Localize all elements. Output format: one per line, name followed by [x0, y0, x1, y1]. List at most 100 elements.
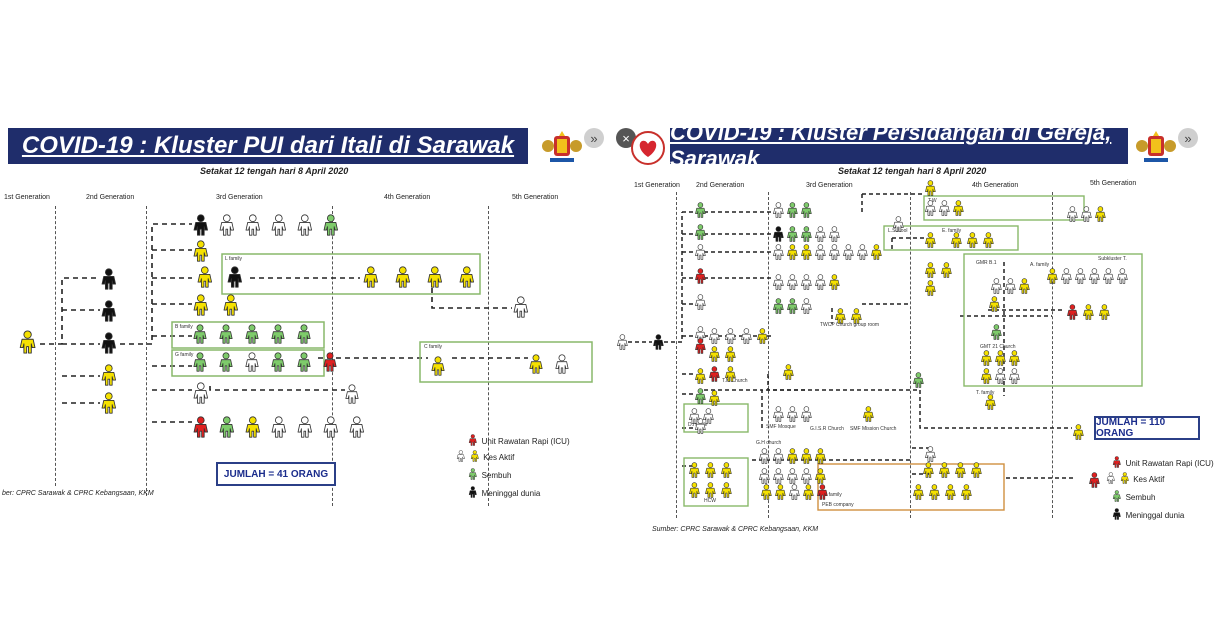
pui-person-icon: [842, 244, 855, 265]
left-cluster-panel: COVID-19 : Kluster PUI dari Itali di Sar…: [0, 128, 604, 518]
pui-person-icon: [758, 468, 771, 489]
active-case-person-icon: [362, 266, 380, 293]
pui-person-icon: [1066, 206, 1079, 227]
b-family-box: [171, 321, 325, 349]
pui-person-icon: [800, 298, 813, 319]
chevron-double-right-icon[interactable]: »: [1178, 128, 1198, 148]
legend-icu: Unit Rawatan Rapi (ICU): [468, 434, 570, 448]
active-case-person-icon: [982, 232, 995, 253]
active-case-person-icon: [970, 462, 983, 483]
deceased-person-icon: [772, 226, 785, 247]
active-case-person-icon: [782, 364, 795, 385]
active-case-person-icon: [950, 232, 963, 253]
legend-active: Kes Aktif: [456, 450, 514, 464]
smf-mosque-label: SMF Mosque: [766, 424, 796, 430]
subcluster-t-box: [963, 253, 1143, 387]
pui-person-icon: [694, 244, 707, 265]
pui-person-icon: [828, 226, 841, 247]
active-case-person-icon: [814, 448, 827, 469]
active-case-person-icon: [980, 368, 993, 389]
pui-person-icon: [800, 406, 813, 427]
deceased-person-icon: [100, 300, 118, 327]
active-case-person-icon: [528, 354, 544, 379]
recovered-person-icon: [786, 202, 799, 223]
pui-person-icon: [938, 200, 951, 221]
pui-person-icon: [456, 450, 466, 464]
peb-company-label: PEB company: [822, 502, 854, 508]
pui-person-icon: [512, 296, 530, 323]
active-case-person-icon: [708, 390, 721, 411]
active-case-person-icon: [952, 200, 965, 221]
pui-person-icon: [702, 408, 715, 429]
left-total: JUMLAH = 41 ORANG: [216, 462, 336, 486]
pui-person-icon: [924, 200, 937, 221]
active-case-person-icon: [720, 482, 733, 503]
generation-divider: [768, 192, 769, 518]
pui-person-icon: [296, 416, 314, 443]
icu-person-icon: [192, 416, 210, 443]
pui-person-icon: [322, 416, 340, 443]
pui-person-icon: [786, 406, 799, 427]
malaysia-coat-of-arms-icon: [1136, 131, 1176, 162]
right-total: JUMLAH = 110 ORANG: [1094, 416, 1200, 440]
active-case-person-icon: [100, 392, 118, 419]
pui-person-icon: [800, 274, 813, 295]
active-case-person-icon: [760, 484, 773, 505]
legend-icu: Unit Rawatan Rapi (ICU): [1112, 456, 1214, 470]
active-case-person-icon: [786, 244, 799, 265]
active-case-person-icon: [1008, 350, 1021, 371]
active-case-person-icon: [192, 240, 210, 267]
g-family-label: G. family: [822, 492, 842, 498]
left-gen-5: 5th Generation: [512, 194, 559, 201]
active-case-person-icon: [862, 406, 875, 427]
b-family-label: B family: [175, 324, 193, 330]
recovered-person-icon: [270, 324, 286, 349]
active-case-person-icon: [928, 484, 941, 505]
pui-person-icon: [814, 274, 827, 295]
recovered-person-icon: [990, 324, 1003, 345]
pui-person-icon: [788, 484, 801, 505]
pui-person-icon: [1008, 368, 1021, 389]
generation-divider: [488, 206, 489, 506]
pui-person-icon: [724, 328, 737, 349]
active-case-person-icon: [704, 482, 717, 503]
pui-person-icon: [758, 448, 771, 469]
deceased-person-icon: [100, 332, 118, 359]
close-icon[interactable]: ×: [616, 128, 636, 148]
recovered-person-icon: [218, 352, 234, 377]
pui-person-icon: [800, 468, 813, 489]
generation-divider: [1052, 192, 1053, 518]
pui-person-icon: [708, 328, 721, 349]
pui-person-icon: [1060, 268, 1073, 289]
right-gen-4: 4th Generation: [972, 182, 1019, 189]
recovered-person-icon: [218, 324, 234, 349]
active-case-person-icon: [924, 280, 937, 301]
active-case-person-icon: [100, 364, 118, 391]
active-case-person-icon: [954, 462, 967, 483]
recovered-person-icon: [192, 324, 208, 349]
chevron-double-right-icon[interactable]: »: [584, 128, 604, 148]
pui-person-icon: [1074, 268, 1087, 289]
recovered-person-icon: [468, 468, 478, 482]
pui-person-icon: [1088, 268, 1101, 289]
deceased-person-icon: [468, 486, 478, 500]
recovered-person-icon: [772, 298, 785, 319]
icu-person-icon: [816, 484, 829, 505]
active-case-person-icon: [924, 262, 937, 283]
active-case-person-icon: [1072, 424, 1085, 445]
peb-company-box: [817, 463, 1005, 511]
pui-person-icon: [994, 368, 1007, 389]
tw-label: T.W: [928, 198, 937, 204]
recovered-person-icon: [800, 202, 813, 223]
left-source: ber: CPRC Sarawak & CPRC Kebangsaan, KKM: [2, 490, 154, 497]
recovered-person-icon: [912, 372, 925, 393]
active-case-person-icon: [1120, 472, 1130, 486]
active-case-person-icon: [426, 266, 444, 293]
left-gen-2: 2nd Generation: [86, 194, 135, 201]
right-title: COVID-19 : Kluster Persidangan di Gereja…: [670, 120, 1128, 171]
gh-church-label: G.H church: [756, 440, 782, 446]
active-case-person-icon: [850, 308, 863, 329]
left-title: COVID-19 : Kluster PUI dari Itali di Sar…: [8, 128, 528, 164]
active-case-person-icon: [720, 462, 733, 483]
right-subtitle: Setakat 12 tengah hari 8 April 2020: [838, 166, 987, 176]
